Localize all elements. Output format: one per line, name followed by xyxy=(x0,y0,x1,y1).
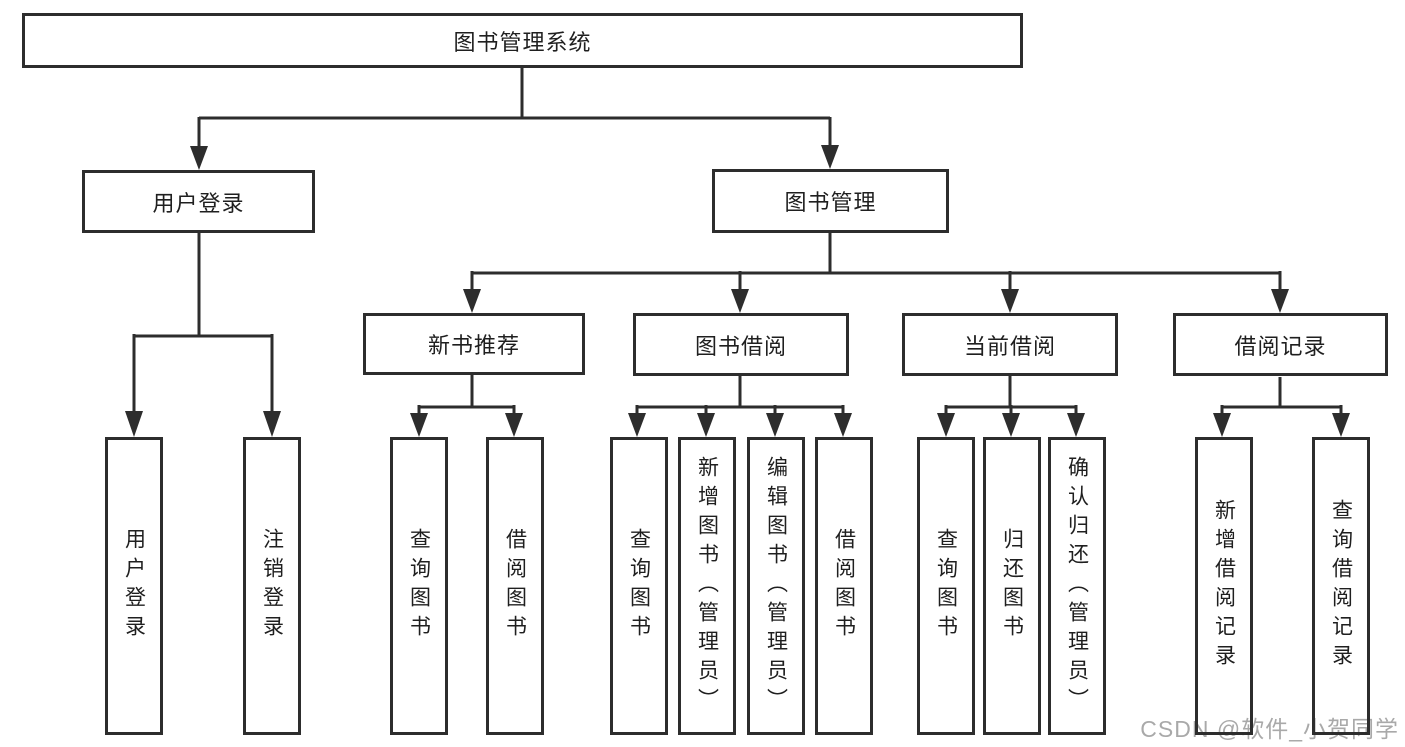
leaf-label: 新增图书（管理员） xyxy=(695,455,719,717)
leaf-label: 借阅图书 xyxy=(832,528,856,644)
leaf-borrow-books: 借阅图书 xyxy=(815,437,873,735)
leaf-add-borrow-record: 新增借阅记录 xyxy=(1195,437,1253,735)
node-label: 图书借阅 xyxy=(694,333,787,359)
leaf-confirm-return-admin: 确认归还（管理员） xyxy=(1048,437,1106,735)
leaf-label: 归还图书 xyxy=(1000,528,1024,644)
node-new-book-recommend: 新书推荐 xyxy=(363,313,585,375)
leaf-edit-books-admin: 编辑图书（管理员） xyxy=(747,437,805,735)
node-label: 借阅记录 xyxy=(1234,333,1327,359)
node-user-login: 用户登录 xyxy=(82,170,315,233)
leaf-query-books-recommend: 查询图书 xyxy=(390,437,448,735)
leaf-label: 编辑图书（管理员） xyxy=(764,455,788,717)
node-borrowing-records: 借阅记录 xyxy=(1173,313,1388,376)
arrowheads xyxy=(125,145,1350,437)
leaf-query-borrow-record: 查询借阅记录 xyxy=(1312,437,1370,735)
node-label: 图书管理系统 xyxy=(453,29,592,55)
leaf-borrow-books-recommend: 借阅图书 xyxy=(486,437,544,735)
node-label: 图书管理 xyxy=(784,190,877,215)
csdn-watermark: CSDN @软件_小贺同学 xyxy=(1140,716,1399,742)
leaf-logout: 注销登录 xyxy=(243,437,301,735)
leaf-label: 查询图书 xyxy=(407,528,431,644)
node-label: 新书推荐 xyxy=(427,333,520,358)
leaf-add-books-admin: 新增图书（管理员） xyxy=(678,437,736,735)
leaf-query-books-current: 查询图书 xyxy=(917,437,975,735)
leaf-label: 注销登录 xyxy=(260,528,284,644)
leaf-user-login: 用户登录 xyxy=(105,437,163,735)
node-root-system: 图书管理系统 xyxy=(22,13,1023,68)
connector-strokes xyxy=(132,68,1343,415)
node-label: 当前借阅 xyxy=(963,333,1056,359)
leaf-label: 查询图书 xyxy=(934,528,958,644)
leaf-label: 查询图书 xyxy=(627,528,651,644)
leaf-label: 新增借阅记录 xyxy=(1212,499,1236,673)
leaf-label: 确认归还（管理员） xyxy=(1065,455,1089,717)
leaf-label: 查询借阅记录 xyxy=(1329,499,1353,673)
leaf-label: 用户登录 xyxy=(122,528,146,644)
node-book-borrowing: 图书借阅 xyxy=(633,313,849,376)
node-current-borrowing: 当前借阅 xyxy=(902,313,1118,376)
node-label: 用户登录 xyxy=(152,190,245,216)
leaf-label: 借阅图书 xyxy=(503,528,527,644)
leaf-return-books: 归还图书 xyxy=(983,437,1041,735)
node-book-management: 图书管理 xyxy=(712,169,949,233)
leaf-query-books-borrowing: 查询图书 xyxy=(610,437,668,735)
